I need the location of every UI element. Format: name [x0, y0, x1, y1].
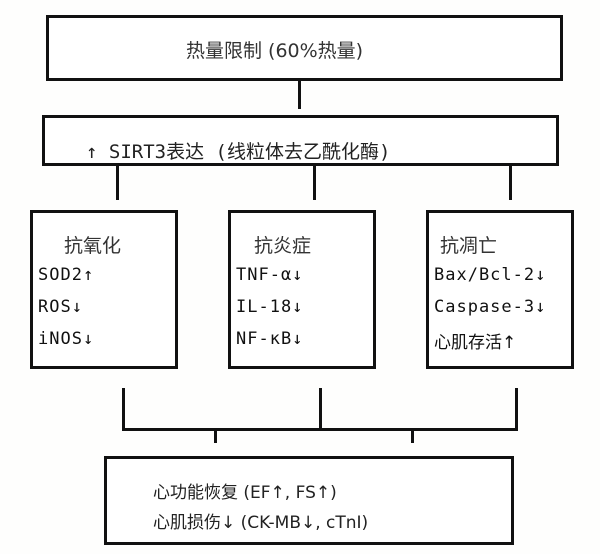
antiapoptosis-item: Bax/Bcl-2↓: [434, 265, 547, 285]
connector-sirt3-to-antiapoptosis: [509, 166, 512, 200]
antioxidant-heading: 抗氧化: [64, 235, 122, 257]
connector-bracket-horizontal: [122, 428, 518, 431]
node-antiapoptosis: [426, 210, 574, 369]
node-antiinflammatory: [228, 210, 376, 369]
connector-antiinflammatory-down: [319, 388, 322, 431]
connector-antiapoptosis-down: [515, 388, 518, 431]
node-outcome: [104, 456, 514, 545]
node-antioxidant: [30, 210, 178, 369]
antioxidant-item: ROS↓: [38, 297, 83, 317]
antiapoptosis-heading: 抗凋亡: [440, 235, 498, 257]
antioxidant-item: SOD2↑: [38, 265, 95, 285]
outcome-line: 心功能恢复 (EF↑, FS↑): [153, 483, 337, 503]
connector-top-to-sirt3: [298, 81, 301, 109]
antiinflammatory-item: TNF-α↓: [236, 265, 304, 285]
antiinflammatory-item: IL-18↓: [236, 297, 304, 317]
node-sirt3-label: ↑ SIRT3表达 (线粒体去乙酰化酶): [86, 141, 391, 163]
connector-to-outcome-left: [214, 431, 217, 443]
node-calorie-restriction-label: 热量限制 (60%热量): [186, 40, 364, 62]
antiapoptosis-item: 心肌存活↑: [434, 333, 517, 353]
antiapoptosis-item: Caspase-3↓: [434, 297, 547, 317]
antiinflammatory-item: NF-κB↓: [236, 329, 304, 349]
outcome-line: 心肌损伤↓ (CK-MB↓, cTnI): [153, 513, 369, 533]
antiinflammatory-heading: 抗炎症: [254, 235, 312, 257]
node-sirt3-expression: [42, 115, 559, 166]
connector-antioxidant-down: [122, 388, 125, 431]
connector-sirt3-to-antiinflammatory: [313, 166, 316, 200]
node-calorie-restriction: [46, 15, 563, 81]
connector-to-outcome-right: [411, 431, 414, 443]
connector-sirt3-to-antioxidant: [116, 166, 119, 200]
antioxidant-item: iNOS↓: [38, 329, 95, 349]
